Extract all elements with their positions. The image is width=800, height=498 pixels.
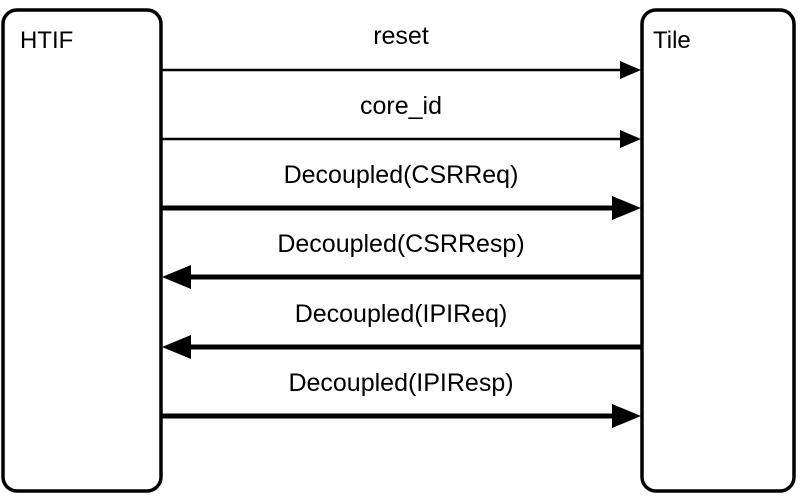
tile-block: Tile [640,8,796,493]
arrow-reset [161,61,641,79]
tile-block-box [640,8,796,493]
signal-label-reset: reset [373,22,429,50]
htif-block-box [1,8,163,493]
arrow-ipi-req [162,335,642,359]
arrow-ipi-resp [161,404,641,428]
arrow-csr-resp [162,265,642,289]
htif-block-label: HTIF [20,27,73,54]
arrow-reset-head [620,61,641,79]
arrow-ipi-resp-head [612,404,641,428]
arrow-core-id-head [620,130,641,148]
arrow-csr-req [161,196,641,220]
arrow-ipi-req-head [162,335,191,359]
arrow-csr-req-head [612,196,641,220]
arrow-csr-resp-head [162,265,191,289]
signal-label-core-id: core_id [360,92,442,120]
arrow-core-id [161,130,641,148]
htif-block: HTIF [1,8,163,493]
signal-label-ipi-resp: Decoupled(IPIResp) [288,369,513,397]
signal-label-csr-resp: Decoupled(CSRResp) [277,230,524,258]
tile-block-label: Tile [653,27,691,54]
signal-label-ipi-req: Decoupled(IPIReq) [295,300,508,328]
signal-label-csr-req: Decoupled(CSRReq) [284,161,519,189]
